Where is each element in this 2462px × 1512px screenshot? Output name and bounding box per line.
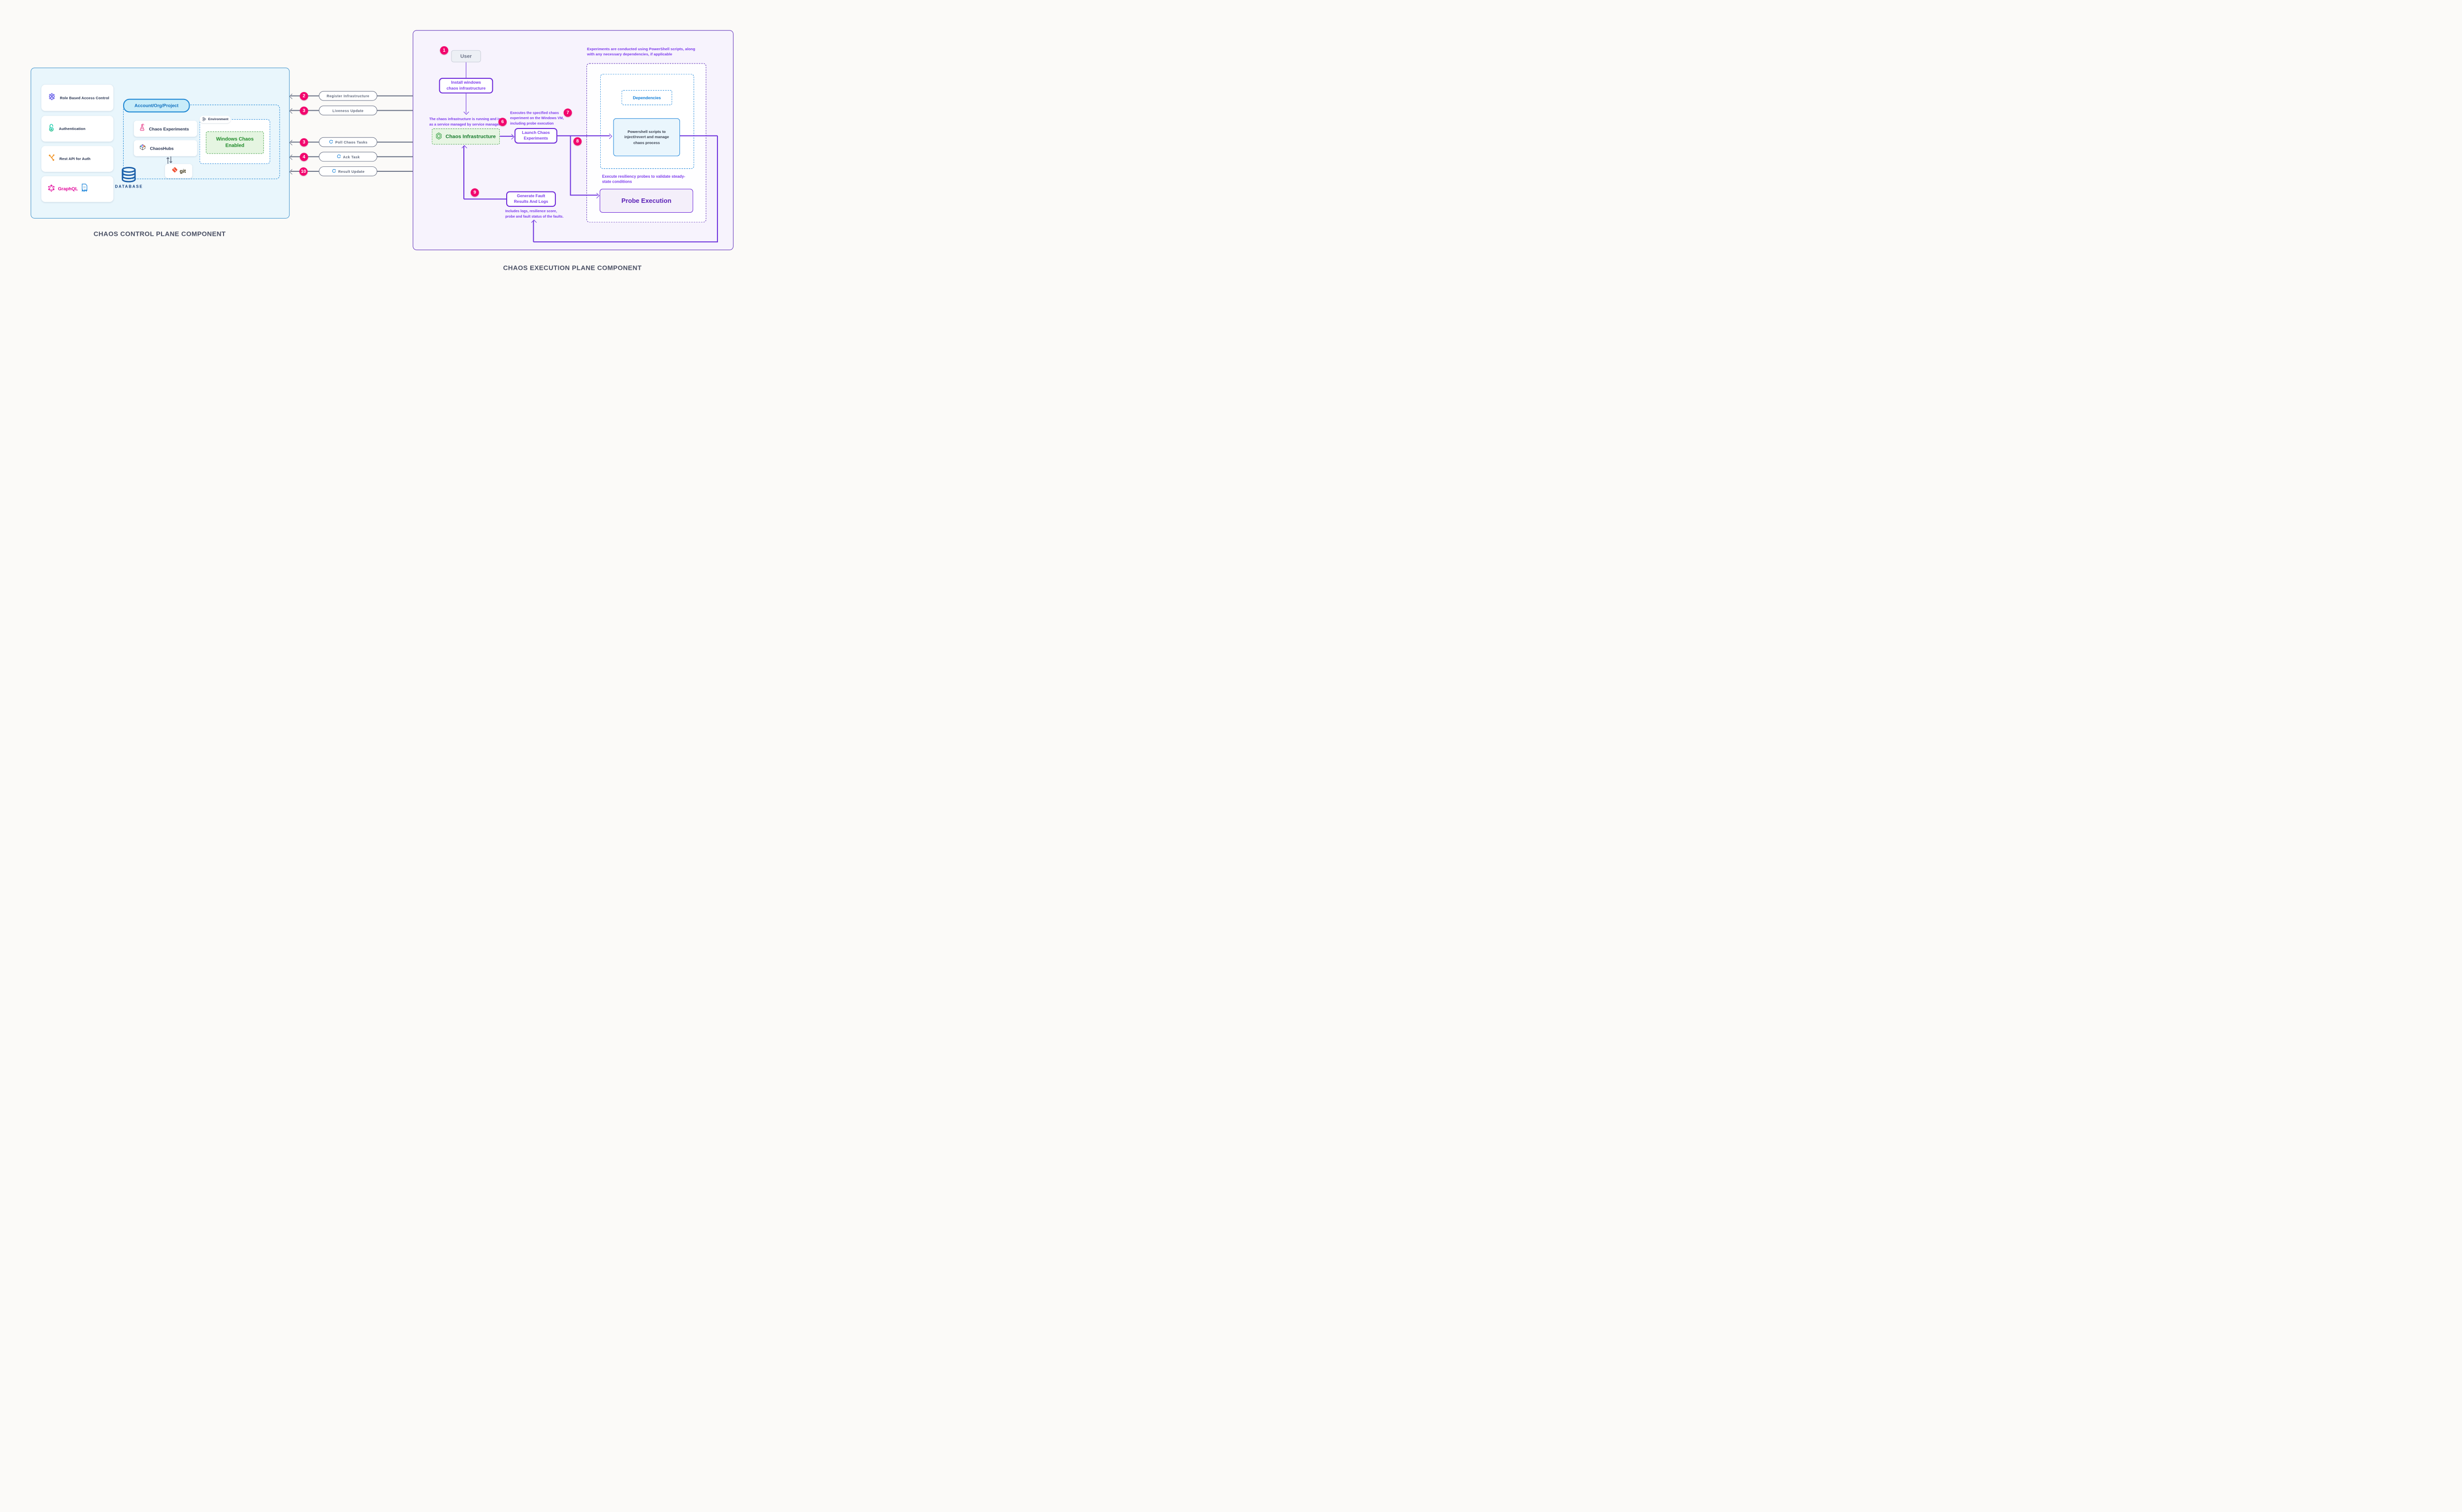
feedback-bottom-line <box>533 241 718 243</box>
running-note: The chaos infrastructure is running and … <box>429 117 500 127</box>
rbac-icon <box>48 93 56 103</box>
control-plane-title: CHAOS CONTROL PLANE COMPONENT <box>93 230 226 238</box>
poll-chaos-tasks-pill: Poll Chaos Tasks <box>319 137 378 147</box>
authentication-card: Authentication <box>41 116 114 142</box>
install-down-line <box>465 93 467 113</box>
generate-back-line <box>464 198 507 200</box>
account-project-dashed-box <box>123 104 280 179</box>
liveness-update-pill: Liveness Update <box>319 105 378 116</box>
powershell-out-line <box>680 135 718 136</box>
probe-note: Execute resiliency probes to validate st… <box>602 174 685 184</box>
step-badge-7: 7 <box>563 108 572 117</box>
rest-api-icon <box>48 154 56 164</box>
flask-icon <box>139 124 146 134</box>
ack-task-pill: Ack Task <box>319 152 378 162</box>
chaos-infrastructure-label: Chaos Infrastructure <box>445 133 496 140</box>
dependencies-box: Dependencies <box>621 90 673 105</box>
refresh-icon <box>328 138 333 147</box>
generate-up-line <box>463 146 465 199</box>
result-update-label: Result Update <box>338 169 365 174</box>
launch-chaos-experiments-box: Launch Chaos Experiments <box>514 128 557 144</box>
user-box: User <box>451 50 481 63</box>
diagram-root: Role Based Access Control Authentication… <box>0 0 759 302</box>
account-org-project-pill: Account/Org/Project <box>123 98 190 113</box>
windows-chaos-enabled-box: Windows Chaos Enabled <box>206 131 264 154</box>
ack-task-label: Ack Task <box>343 154 360 159</box>
step-badge-6: 6 <box>498 118 507 127</box>
environment-tab: Environment <box>199 115 231 124</box>
powershell-scripts-box: Powershell scripts to inject/revert and … <box>613 118 680 157</box>
step-badge-2: 2 <box>299 92 308 100</box>
svg-text:API: API <box>82 189 87 193</box>
step-badge-10: 10 <box>299 167 308 176</box>
branch-down-line <box>570 135 571 195</box>
register-infrastructure-pill: Register Infrastructure <box>319 91 378 101</box>
arrowhead-left-register <box>289 93 295 99</box>
chaos-infrastructure-box: Chaos Infrastructure <box>431 128 500 145</box>
arrowhead-left-ack <box>289 154 295 160</box>
api-doc-icon: API <box>81 183 88 195</box>
account-org-project-label: Account/Org/Project <box>134 103 179 108</box>
register-infrastructure-label: Register Infrastructure <box>326 94 370 98</box>
install-windows-box: Install windows chaos infrastructure <box>439 78 493 94</box>
auth-icon <box>48 123 55 134</box>
environment-label: Environment <box>208 118 228 122</box>
windows-chaos-enabled-label: Windows Chaos Enabled <box>216 136 254 149</box>
poll-chaos-tasks-label: Poll Chaos Tasks <box>335 140 368 145</box>
step-badge-1: 1 <box>440 46 449 55</box>
arrowhead-left-result <box>289 168 295 175</box>
chaoshubs-label: ChaosHubs <box>150 146 174 151</box>
step-badge-9: 9 <box>470 188 479 197</box>
graphql-label: GraphQL <box>58 186 78 192</box>
arrowhead-left-poll <box>289 139 295 145</box>
branch-probe-line <box>570 194 598 196</box>
rbac-label: Role Based Access Control <box>60 96 109 100</box>
generate-fault-results-box: Generate Fault Results And Logs <box>506 191 556 207</box>
graphql-card: GraphQL API <box>41 176 114 202</box>
database-icon <box>120 166 138 186</box>
includes-note: Includes logs, resilience score, probe a… <box>505 209 564 219</box>
launch-powershell-line <box>557 135 610 136</box>
step-badge-4: 4 <box>299 152 308 161</box>
arrowhead-left-liveness <box>289 108 295 114</box>
user-install-line <box>465 62 467 78</box>
chaoshubs-icon <box>139 143 147 154</box>
authentication-label: Authentication <box>59 127 86 131</box>
step-badge-3b: 3 <box>299 138 308 147</box>
chaos-experiments-label: Chaos Experiments <box>149 126 189 131</box>
environment-icon <box>202 115 206 124</box>
executes-note: Executes the specified chaos experiment … <box>510 110 564 126</box>
sync-arrows-icon <box>166 156 173 166</box>
liveness-update-label: Liveness Update <box>332 108 364 113</box>
powershell-note: Experiments are conducted using PowerShe… <box>587 46 695 57</box>
feedback-right-line <box>717 135 718 242</box>
rbac-card: Role Based Access Control <box>41 84 114 111</box>
git-icon <box>171 166 178 176</box>
refresh-icon <box>336 152 341 161</box>
execution-plane-title: CHAOS EXECUTION PLANE COMPONENT <box>503 264 642 272</box>
database-label: DATABASE <box>115 184 143 189</box>
diagram-canvas: Role Based Access Control Authentication… <box>0 0 759 302</box>
git-label: git <box>179 168 186 174</box>
rest-api-card: Rest API for Auth <box>41 146 114 172</box>
feedback-up-line <box>533 220 534 242</box>
step-badge-3a: 3 <box>299 106 308 115</box>
result-update-pill: Result Update <box>319 166 378 176</box>
chaos-infrastructure-icon <box>436 132 442 141</box>
infra-launch-line <box>500 135 513 137</box>
chaos-experiments-card: Chaos Experiments <box>133 121 197 137</box>
probe-execution-box: Probe Execution <box>599 189 693 213</box>
step-badge-8: 8 <box>573 137 582 146</box>
rest-api-label: Rest API for Auth <box>59 157 91 161</box>
refresh-icon <box>331 167 336 176</box>
graphql-icon <box>48 184 55 194</box>
chaoshubs-card: ChaosHubs <box>133 140 197 157</box>
git-card: git <box>165 164 193 178</box>
